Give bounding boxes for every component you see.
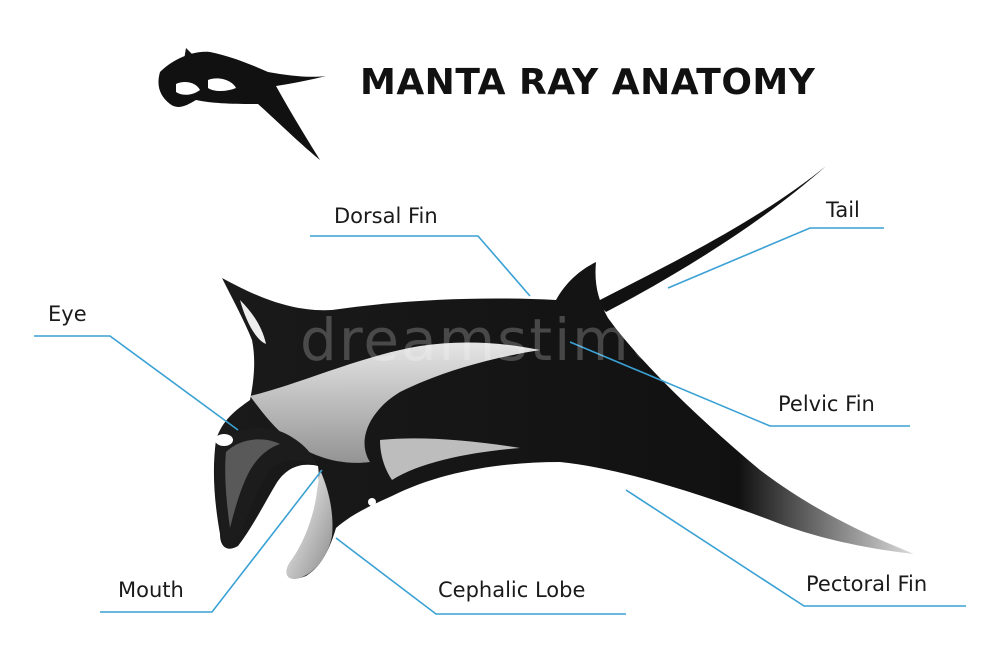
pectoral-fin-leader: [625, 489, 966, 607]
cephalic-lobe-shape: [286, 470, 333, 580]
manta-body: [213, 262, 915, 579]
tail-leader: [667, 227, 884, 289]
label-pelvic-fin: Pelvic Fin: [778, 392, 875, 416]
label-cephalic-lobe: Cephalic Lobe: [438, 578, 586, 602]
label-eye: Eye: [48, 302, 87, 326]
mouth-shading: [225, 439, 280, 528]
label-tail: Tail: [826, 198, 860, 222]
belly-patch: [250, 342, 540, 463]
label-pectoral-fin: Pectoral Fin: [806, 572, 928, 596]
mouth-leader: [100, 469, 323, 613]
eye-leader: [34, 335, 239, 431]
label-dorsal-fin: Dorsal Fin: [334, 204, 438, 228]
page-title: MANTA RAY ANATOMY: [360, 62, 816, 103]
belly-patch: [380, 438, 520, 480]
tail-shape: [596, 166, 826, 312]
manta-silhouette-icon: [158, 48, 326, 160]
watermark-text: dreamstime: [300, 306, 669, 374]
cephalic-lobe-leader: [335, 537, 626, 615]
gill-mark: [368, 498, 376, 506]
label-mouth: Mouth: [118, 578, 184, 602]
eye-mark: [215, 434, 233, 446]
dorsal-fin-leader: [310, 235, 531, 297]
pelvic-fin-leader: [569, 341, 910, 427]
wing-highlight: [240, 300, 266, 344]
leader-lines: [34, 227, 966, 615]
